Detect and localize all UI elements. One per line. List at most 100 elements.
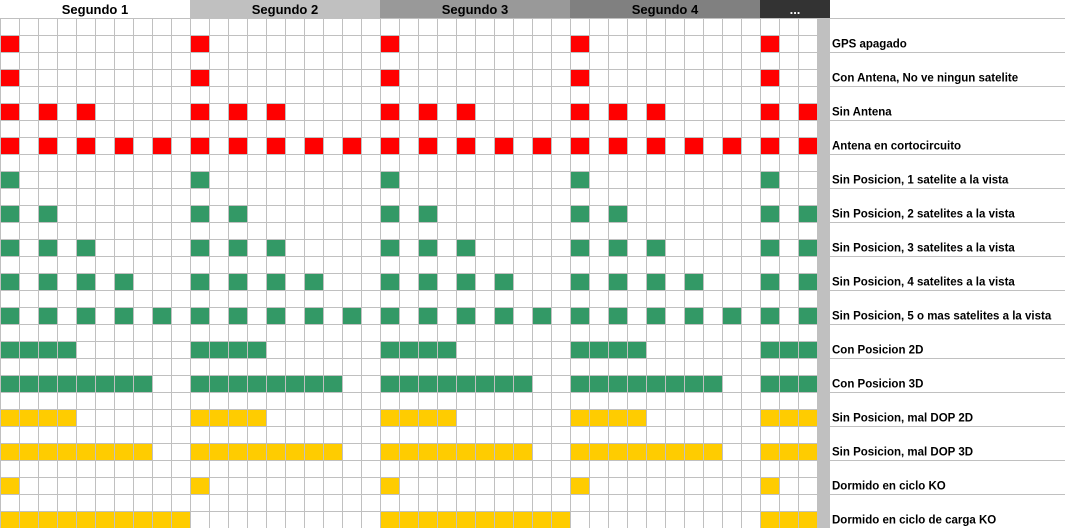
pattern-cell [114,137,133,154]
pattern-cell [608,273,627,290]
pattern-cell [76,239,95,256]
pattern-cell [570,69,589,86]
row-label: Sin Posicion, 2 satelites a la vista [832,209,1015,221]
pattern-cell [646,103,665,120]
second-header-cell [190,0,380,18]
pattern-cell [380,307,399,324]
pattern-cell [228,239,247,256]
row-label: Con Posicion 3D [832,379,923,391]
pattern-cell [342,307,361,324]
row-label: Sin Posicion, 1 satelite a la vista [832,175,1009,187]
pattern-cell [608,239,627,256]
pattern-cell [342,137,361,154]
pattern-cell [380,69,399,86]
pattern-cell [114,307,133,324]
pattern-cell [228,273,247,290]
pattern-cell [418,205,437,222]
pattern-cell [380,35,399,52]
pattern-cell [38,137,57,154]
pattern-cell [380,171,399,188]
pattern-cell [0,477,19,494]
pattern-cell [570,239,589,256]
pattern-cell [760,103,779,120]
pattern-cell [0,35,19,52]
pattern-cell [304,137,323,154]
pattern-cell [380,477,399,494]
pattern-cell [760,341,817,358]
pattern-cell [760,477,779,494]
pattern-cell [190,35,209,52]
pattern-cell [456,273,475,290]
pattern-cell [228,137,247,154]
second-header-cell [760,0,830,18]
pattern-cell [0,205,19,222]
pattern-cell [532,307,551,324]
pattern-cell [798,273,817,290]
pattern-cell [456,307,475,324]
pattern-cell [380,239,399,256]
row-label: Dormido en ciclo de carga KO [832,515,996,527]
pattern-cell [380,205,399,222]
second-header-cell [570,0,760,18]
pattern-cell [76,103,95,120]
pattern-cell [266,307,285,324]
pattern-cell [570,35,589,52]
pattern-cell [570,205,589,222]
pattern-cell [760,511,817,528]
pattern-cell [114,273,133,290]
row-label: Con Antena, No ve ningun satelite [832,73,1018,85]
pattern-cell [570,273,589,290]
pattern-cell [304,273,323,290]
pattern-cell [380,137,399,154]
pattern-cell [152,307,171,324]
pattern-cell [760,35,779,52]
pattern-cell [38,205,57,222]
pattern-cell [646,273,665,290]
pattern-cell [494,273,513,290]
pattern-cell [38,103,57,120]
pattern-cell [684,137,703,154]
pattern-cell [760,137,779,154]
pattern-cell [760,307,779,324]
pattern-cell [646,137,665,154]
pattern-cell [418,273,437,290]
row-label: Sin Posicion, mal DOP 2D [832,413,973,425]
pattern-cell [684,273,703,290]
pattern-cell [0,239,19,256]
pattern-cell [684,307,703,324]
pattern-cell [494,307,513,324]
pattern-cell [570,137,589,154]
pattern-cell [760,205,779,222]
pattern-cell [760,443,817,460]
row-label: Sin Posicion, 4 satelites a la vista [832,277,1015,289]
second-header-label: ... [790,2,801,17]
second-header-label: Segundo 4 [632,2,699,17]
pattern-cell [570,477,589,494]
pattern-cell [38,273,57,290]
pattern-cell [228,307,247,324]
pattern-cell [494,137,513,154]
pattern-cell [608,103,627,120]
pattern-cell [418,307,437,324]
pattern-cell [76,273,95,290]
pattern-cell [760,239,779,256]
pattern-cell [76,137,95,154]
pattern-cells [0,35,817,528]
pattern-cell [798,137,817,154]
row-label: Con Posicion 2D [832,345,923,357]
pattern-cell [190,477,209,494]
pattern-cell [532,137,551,154]
pattern-cell [38,239,57,256]
pattern-cell [798,205,817,222]
pattern-cell [266,103,285,120]
pattern-cell [0,307,19,324]
label-separator-bar [818,18,830,528]
second-header-cell [380,0,570,18]
pattern-cell [190,69,209,86]
pattern-cell [722,307,741,324]
pattern-cell [38,307,57,324]
pattern-cell [760,69,779,86]
pattern-cell [418,137,437,154]
